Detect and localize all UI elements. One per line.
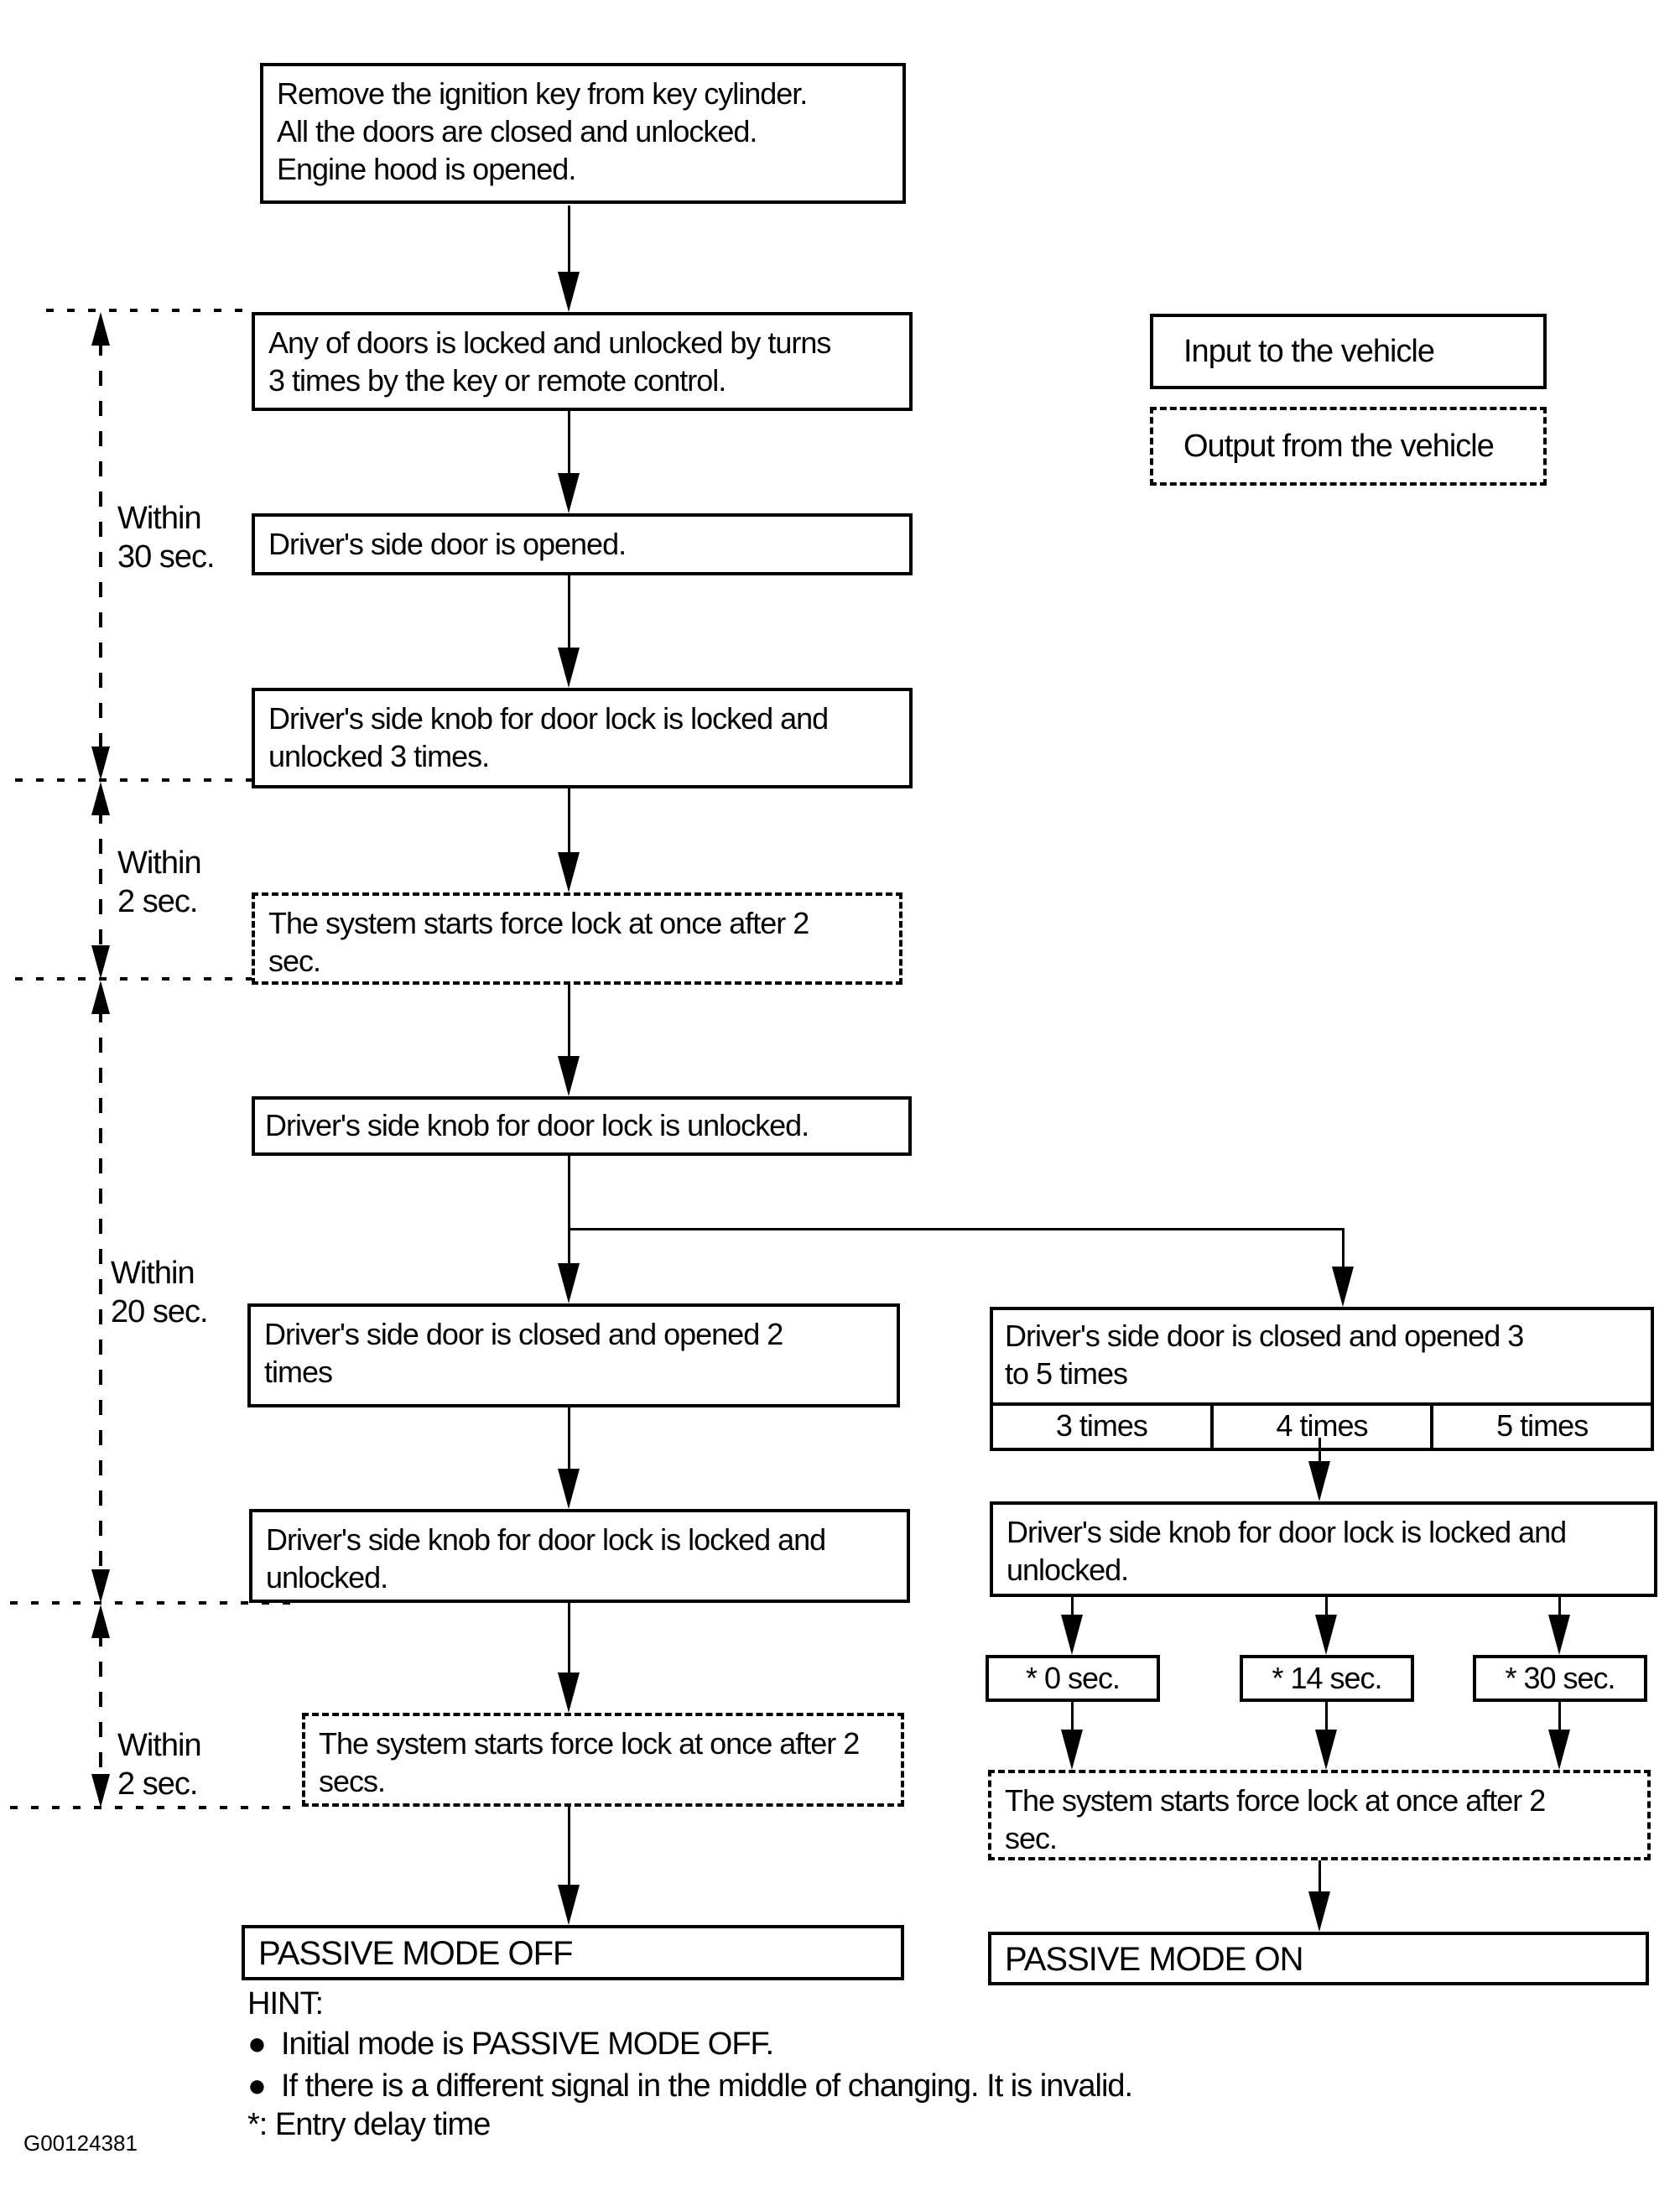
rail-segment-20sec xyxy=(99,1007,102,1576)
legend-input-box: Input to the vehicle xyxy=(1150,314,1547,389)
connector-line xyxy=(1558,1597,1561,1618)
times-options-row: 3 times 4 times 5 times xyxy=(993,1402,1651,1448)
arrow-down-icon xyxy=(558,852,580,892)
rail-segment-30sec xyxy=(99,341,102,748)
arrow-down-icon xyxy=(558,1056,580,1096)
rail-boundary-line xyxy=(46,309,252,312)
box-knob-unlocked: Driver's side knob for door lock is unlo… xyxy=(252,1096,912,1156)
arrow-down-icon xyxy=(1315,1615,1337,1655)
box-remove-ignition-key: Remove the ignition key from key cylinde… xyxy=(260,63,906,204)
arrow-down-icon xyxy=(558,648,580,688)
rail-boundary-line xyxy=(15,977,252,981)
box-force-lock-right: The system starts force lock at once aft… xyxy=(988,1770,1651,1860)
arrow-down-icon xyxy=(1061,1730,1083,1770)
cell-3-times: 3 times xyxy=(1055,1408,1148,1443)
box-any-doors-locked-unlocked: Any of doors is locked and unlocked by t… xyxy=(252,312,913,411)
connector-line xyxy=(1342,1230,1345,1272)
arrow-down-icon xyxy=(1548,1730,1570,1770)
box-door-closed-opened-2-times: Driver's side door is closed and opened … xyxy=(247,1303,900,1407)
branch-horizontal-line xyxy=(568,1228,1345,1230)
arrow-down-icon xyxy=(1061,1615,1083,1655)
rail-arrow-up-icon xyxy=(91,1605,110,1638)
timing-label-2sec-a: Within 2 sec. xyxy=(117,845,202,919)
figure-id: G00124381 xyxy=(23,2130,138,2156)
connector-line xyxy=(1071,1597,1074,1618)
connector-line xyxy=(568,411,570,476)
connector-line xyxy=(568,1807,570,1886)
rail-arrow-down-icon xyxy=(91,945,110,979)
hint-item: ● Initial mode is PASSIVE MODE OFF. xyxy=(247,2025,774,2063)
connector-line xyxy=(568,1407,570,1470)
connector-line xyxy=(1558,1702,1561,1732)
arrow-down-icon xyxy=(1308,1461,1330,1501)
cell-5-times: 5 times xyxy=(1430,1406,1651,1448)
arrow-down-icon xyxy=(558,1885,580,1925)
bullet-icon: ● xyxy=(247,2068,267,2104)
box-passive-mode-off: PASSIVE MODE OFF xyxy=(242,1925,904,1980)
box-delay-14-sec: * 14 sec. xyxy=(1240,1655,1414,1702)
arrow-down-icon xyxy=(558,1469,580,1509)
hint-item-text: Initial mode is PASSIVE MODE OFF. xyxy=(280,2026,774,2062)
connector-line xyxy=(568,1603,570,1674)
arrow-down-icon xyxy=(1548,1615,1570,1655)
connector-line xyxy=(568,575,570,651)
box-door-closed-opened-3to5-text: Driver's side door is closed and opened … xyxy=(1005,1319,1524,1391)
rail-arrow-down-icon xyxy=(91,1774,110,1808)
box-force-lock-left-2: The system starts force lock at once aft… xyxy=(302,1713,904,1807)
box-delay-0-sec: * 0 sec. xyxy=(986,1655,1160,1702)
timing-label-20sec: Within 20 sec. xyxy=(111,1256,209,1329)
connector-line xyxy=(568,788,570,856)
connector-line xyxy=(1325,1597,1328,1618)
rail-segment-2sec-a xyxy=(99,809,102,952)
box-knob-locked-unlocked-3-times: Driver's side knob for door lock is lock… xyxy=(252,688,913,788)
box-driver-door-opened: Driver's side door is opened. xyxy=(252,513,913,575)
box-passive-mode-on: PASSIVE MODE ON xyxy=(988,1932,1649,1985)
box-delay-30-sec: * 30 sec. xyxy=(1473,1655,1647,1702)
connector-line xyxy=(1325,1702,1328,1732)
timing-label-2sec-b: Within 2 sec. xyxy=(117,1728,202,1802)
arrow-down-icon xyxy=(1332,1267,1354,1307)
arrow-down-icon xyxy=(558,1263,580,1303)
connector-line xyxy=(568,985,570,1058)
rail-arrow-up-icon xyxy=(91,981,110,1014)
connector-line xyxy=(1071,1702,1074,1732)
rail-arrow-up-icon xyxy=(91,782,110,815)
rail-arrow-down-icon xyxy=(91,747,110,780)
box-knob-locked-unlocked-left: Driver's side knob for door lock is lock… xyxy=(249,1509,910,1603)
arrow-down-icon xyxy=(558,272,580,312)
rail-arrow-down-icon xyxy=(91,1569,110,1603)
box-door-closed-opened-3to5: Driver's side door is closed and opened … xyxy=(990,1307,1654,1451)
connector-line xyxy=(568,1156,570,1230)
connector-line xyxy=(568,1230,570,1268)
hint-note: *: Entry delay time xyxy=(247,2107,491,2142)
arrow-down-icon xyxy=(558,1673,580,1713)
connector-line xyxy=(1319,1438,1321,1464)
arrow-down-icon xyxy=(558,473,580,513)
cell-4-times: 4 times xyxy=(1209,1406,1431,1448)
arrow-down-icon xyxy=(1315,1730,1337,1770)
connector-line xyxy=(1319,1860,1321,1895)
timing-label-30sec: Within 30 sec. xyxy=(117,501,216,575)
connector-line xyxy=(568,205,570,275)
hint-item: ● If there is a different signal in the … xyxy=(247,2067,1133,2105)
arrow-down-icon xyxy=(1308,1891,1330,1932)
hint-title: HINT: xyxy=(247,1986,324,2021)
legend-output-box: Output from the vehicle xyxy=(1150,407,1547,486)
rail-boundary-line xyxy=(10,1601,302,1605)
bullet-icon: ● xyxy=(247,2026,267,2062)
rail-boundary-line xyxy=(15,778,252,782)
rail-segment-2sec-b xyxy=(99,1631,102,1781)
box-force-lock-left: The system starts force lock at once aft… xyxy=(252,892,902,985)
rail-boundary-line xyxy=(10,1806,302,1809)
hint-item-text: If there is a different signal in the mi… xyxy=(280,2068,1133,2104)
box-knob-locked-unlocked-right: Driver's side knob for door lock is lock… xyxy=(990,1501,1657,1597)
rail-arrow-up-icon xyxy=(91,312,110,346)
